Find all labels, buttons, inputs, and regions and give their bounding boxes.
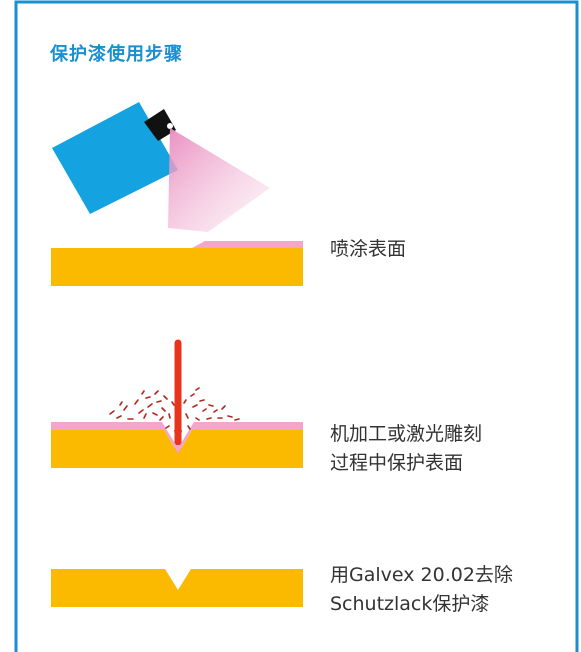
- step-1-text: 喷涂表面: [330, 238, 407, 260]
- step-2-label: 机加工或激光雕刻 过程中保护表面: [330, 420, 482, 478]
- spray-mist: [168, 128, 270, 232]
- metal-plate-2: [51, 430, 303, 468]
- diagram-title: 保护漆使用步骤: [50, 44, 183, 65]
- step-3-label: 用Galvex 20.02去除 Schutzlack保护漆: [330, 561, 513, 619]
- step-2-line-1: 机加工或激光雕刻: [330, 423, 483, 445]
- metal-plate-1: [51, 248, 303, 286]
- laser-tip: [174, 430, 182, 456]
- step-3-line-2: Schutzlack保护漆: [330, 593, 490, 615]
- step-3-line-1: 用Galvex 20.02去除: [330, 564, 513, 586]
- spray-can-icon: [52, 102, 178, 214]
- debris-particles: [109, 387, 240, 430]
- metal-plate-3: [51, 569, 303, 607]
- step-2-line-2: 过程中保护表面: [330, 452, 464, 474]
- coating-layer-partial: [192, 241, 303, 248]
- frame-border: [14, 0, 579, 652]
- step-1-label: 喷涂表面: [330, 235, 406, 264]
